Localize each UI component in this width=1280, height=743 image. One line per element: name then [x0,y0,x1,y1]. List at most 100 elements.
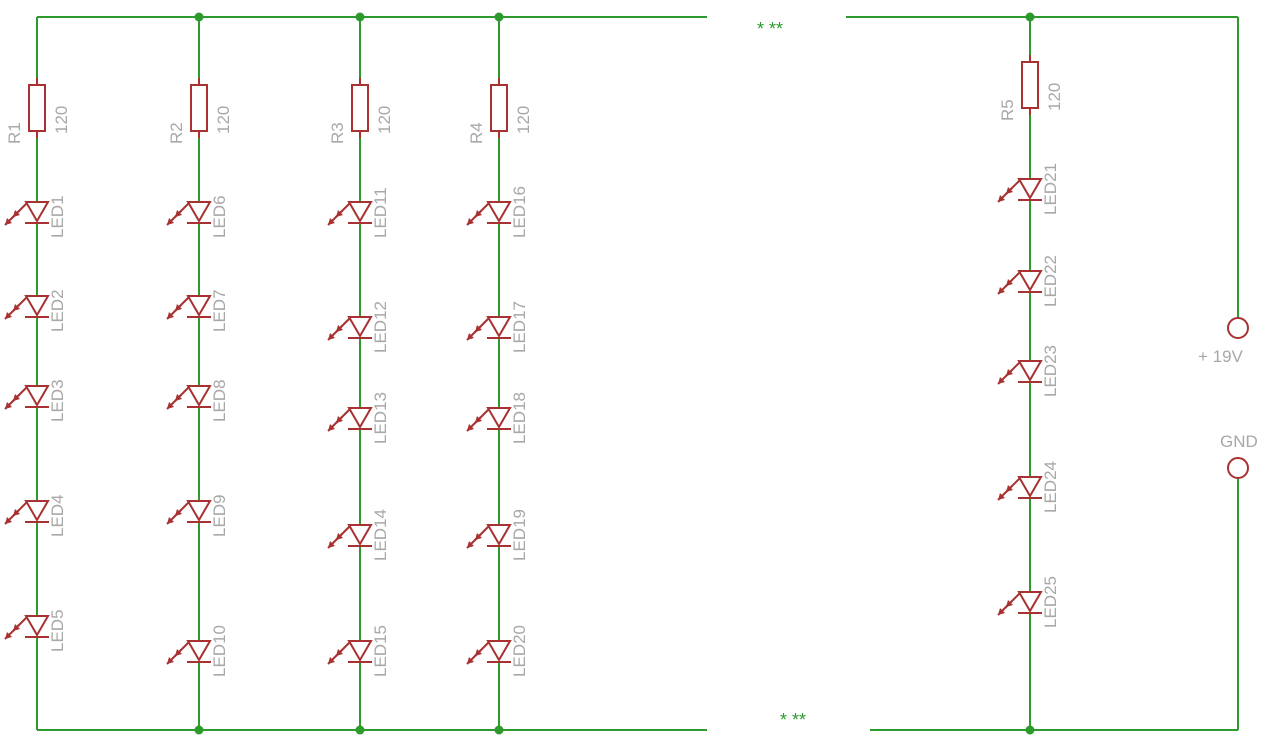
led-label: LED6 [210,195,229,238]
resistor-name-label: R1 [5,122,24,144]
led-label: LED11 [371,187,390,238]
resistor: R1 120 [5,78,71,144]
led-label: LED22 [1041,255,1060,307]
light-emission-icon [466,525,490,549]
resistor: R3 120 [328,78,394,144]
led-diode: LED17 [466,301,529,353]
led-label: LED24 [1041,461,1060,513]
led-label: LED1 [48,195,67,238]
led-label: LED3 [48,379,67,422]
led-diode: LED16 [466,186,529,238]
diode-triangle-icon [347,407,373,429]
resistor-name-label: R5 [998,99,1017,121]
diode-triangle-icon [1017,591,1043,613]
diode-triangle-icon [1017,178,1043,200]
diode-triangle-icon [1017,270,1043,292]
resistor-name-label: R4 [467,122,486,144]
diode-triangle-icon [186,385,212,407]
terminal-ground-label: GND [1220,432,1258,451]
diode-triangle-icon [347,640,373,662]
resistor-name-label: R3 [328,122,347,144]
led-diode: LED3 [4,379,67,422]
led-diode: LED23 [997,345,1060,397]
diode-triangle-icon [486,201,512,223]
light-emission-icon [466,641,490,665]
light-emission-icon [4,386,28,410]
led-label: LED21 [1041,163,1060,215]
light-emission-icon [997,271,1021,295]
light-emission-icon [466,317,490,341]
resistor-value-label: 120 [52,106,71,134]
led-label: LED12 [371,301,390,353]
diode-triangle-icon [347,524,373,546]
led-label: LED16 [510,186,529,238]
light-emission-icon [997,477,1021,501]
light-emission-icon [327,641,351,665]
light-emission-icon [4,501,28,525]
light-emission-icon [4,296,28,320]
led-label: LED19 [510,509,529,561]
led-label: LED7 [210,289,229,332]
led-diode: LED19 [466,509,529,561]
led-label: LED20 [510,625,529,677]
diode-triangle-icon [486,524,512,546]
diode-triangle-icon [1017,360,1043,382]
diode-triangle-icon [1017,476,1043,498]
diode-triangle-icon [186,295,212,317]
led-diode: LED4 [4,494,67,537]
resistor-name-label: R2 [167,122,186,144]
diode-triangle-icon [24,615,50,637]
led-diode: LED9 [166,494,229,537]
light-emission-icon [997,361,1021,385]
led-diode: LED20 [466,625,529,677]
light-emission-icon [166,386,190,410]
led-label: LED8 [210,379,229,422]
led-diode: LED15 [327,625,390,677]
light-emission-icon [166,296,190,320]
led-diode: LED6 [166,195,229,238]
diode-triangle-icon [347,316,373,338]
junctions [194,12,1035,735]
light-emission-icon [166,501,190,525]
led-label: LED15 [371,625,390,677]
led-diode: LED13 [327,392,390,444]
led-diode: LED7 [166,289,229,332]
resistor-value-label: 120 [514,106,533,134]
resistor-value-label: 120 [1045,83,1064,111]
led-label: LED2 [48,289,67,332]
diode-triangle-icon [186,500,212,522]
diode-triangle-icon [24,295,50,317]
resistor-value-label: 120 [214,106,233,134]
light-emission-icon [466,202,490,226]
led-diode: LED14 [327,509,390,561]
led-diode: LED21 [997,163,1060,215]
diode-triangle-icon [486,407,512,429]
led-diode: LED11 [327,187,390,238]
led-diode: LED10 [166,625,229,677]
resistor: R4 120 [467,78,533,144]
light-emission-icon [997,592,1021,616]
light-emission-icon [327,202,351,226]
led-diode: LED12 [327,301,390,353]
diode-triangle-icon [347,201,373,223]
led-label: LED17 [510,301,529,353]
light-emission-icon [466,408,490,432]
light-emission-icon [997,179,1021,203]
terminal-pad-icon [1227,317,1249,339]
diode-triangle-icon [486,316,512,338]
light-emission-icon [327,408,351,432]
light-emission-icon [166,202,190,226]
resistor: R2 120 [167,78,233,144]
diode-triangle-icon [24,385,50,407]
led-diode: LED1 [4,195,67,238]
resistor-value-label: 120 [375,106,394,134]
light-emission-icon [4,202,28,226]
diode-triangle-icon [186,640,212,662]
diode-triangle-icon [24,201,50,223]
